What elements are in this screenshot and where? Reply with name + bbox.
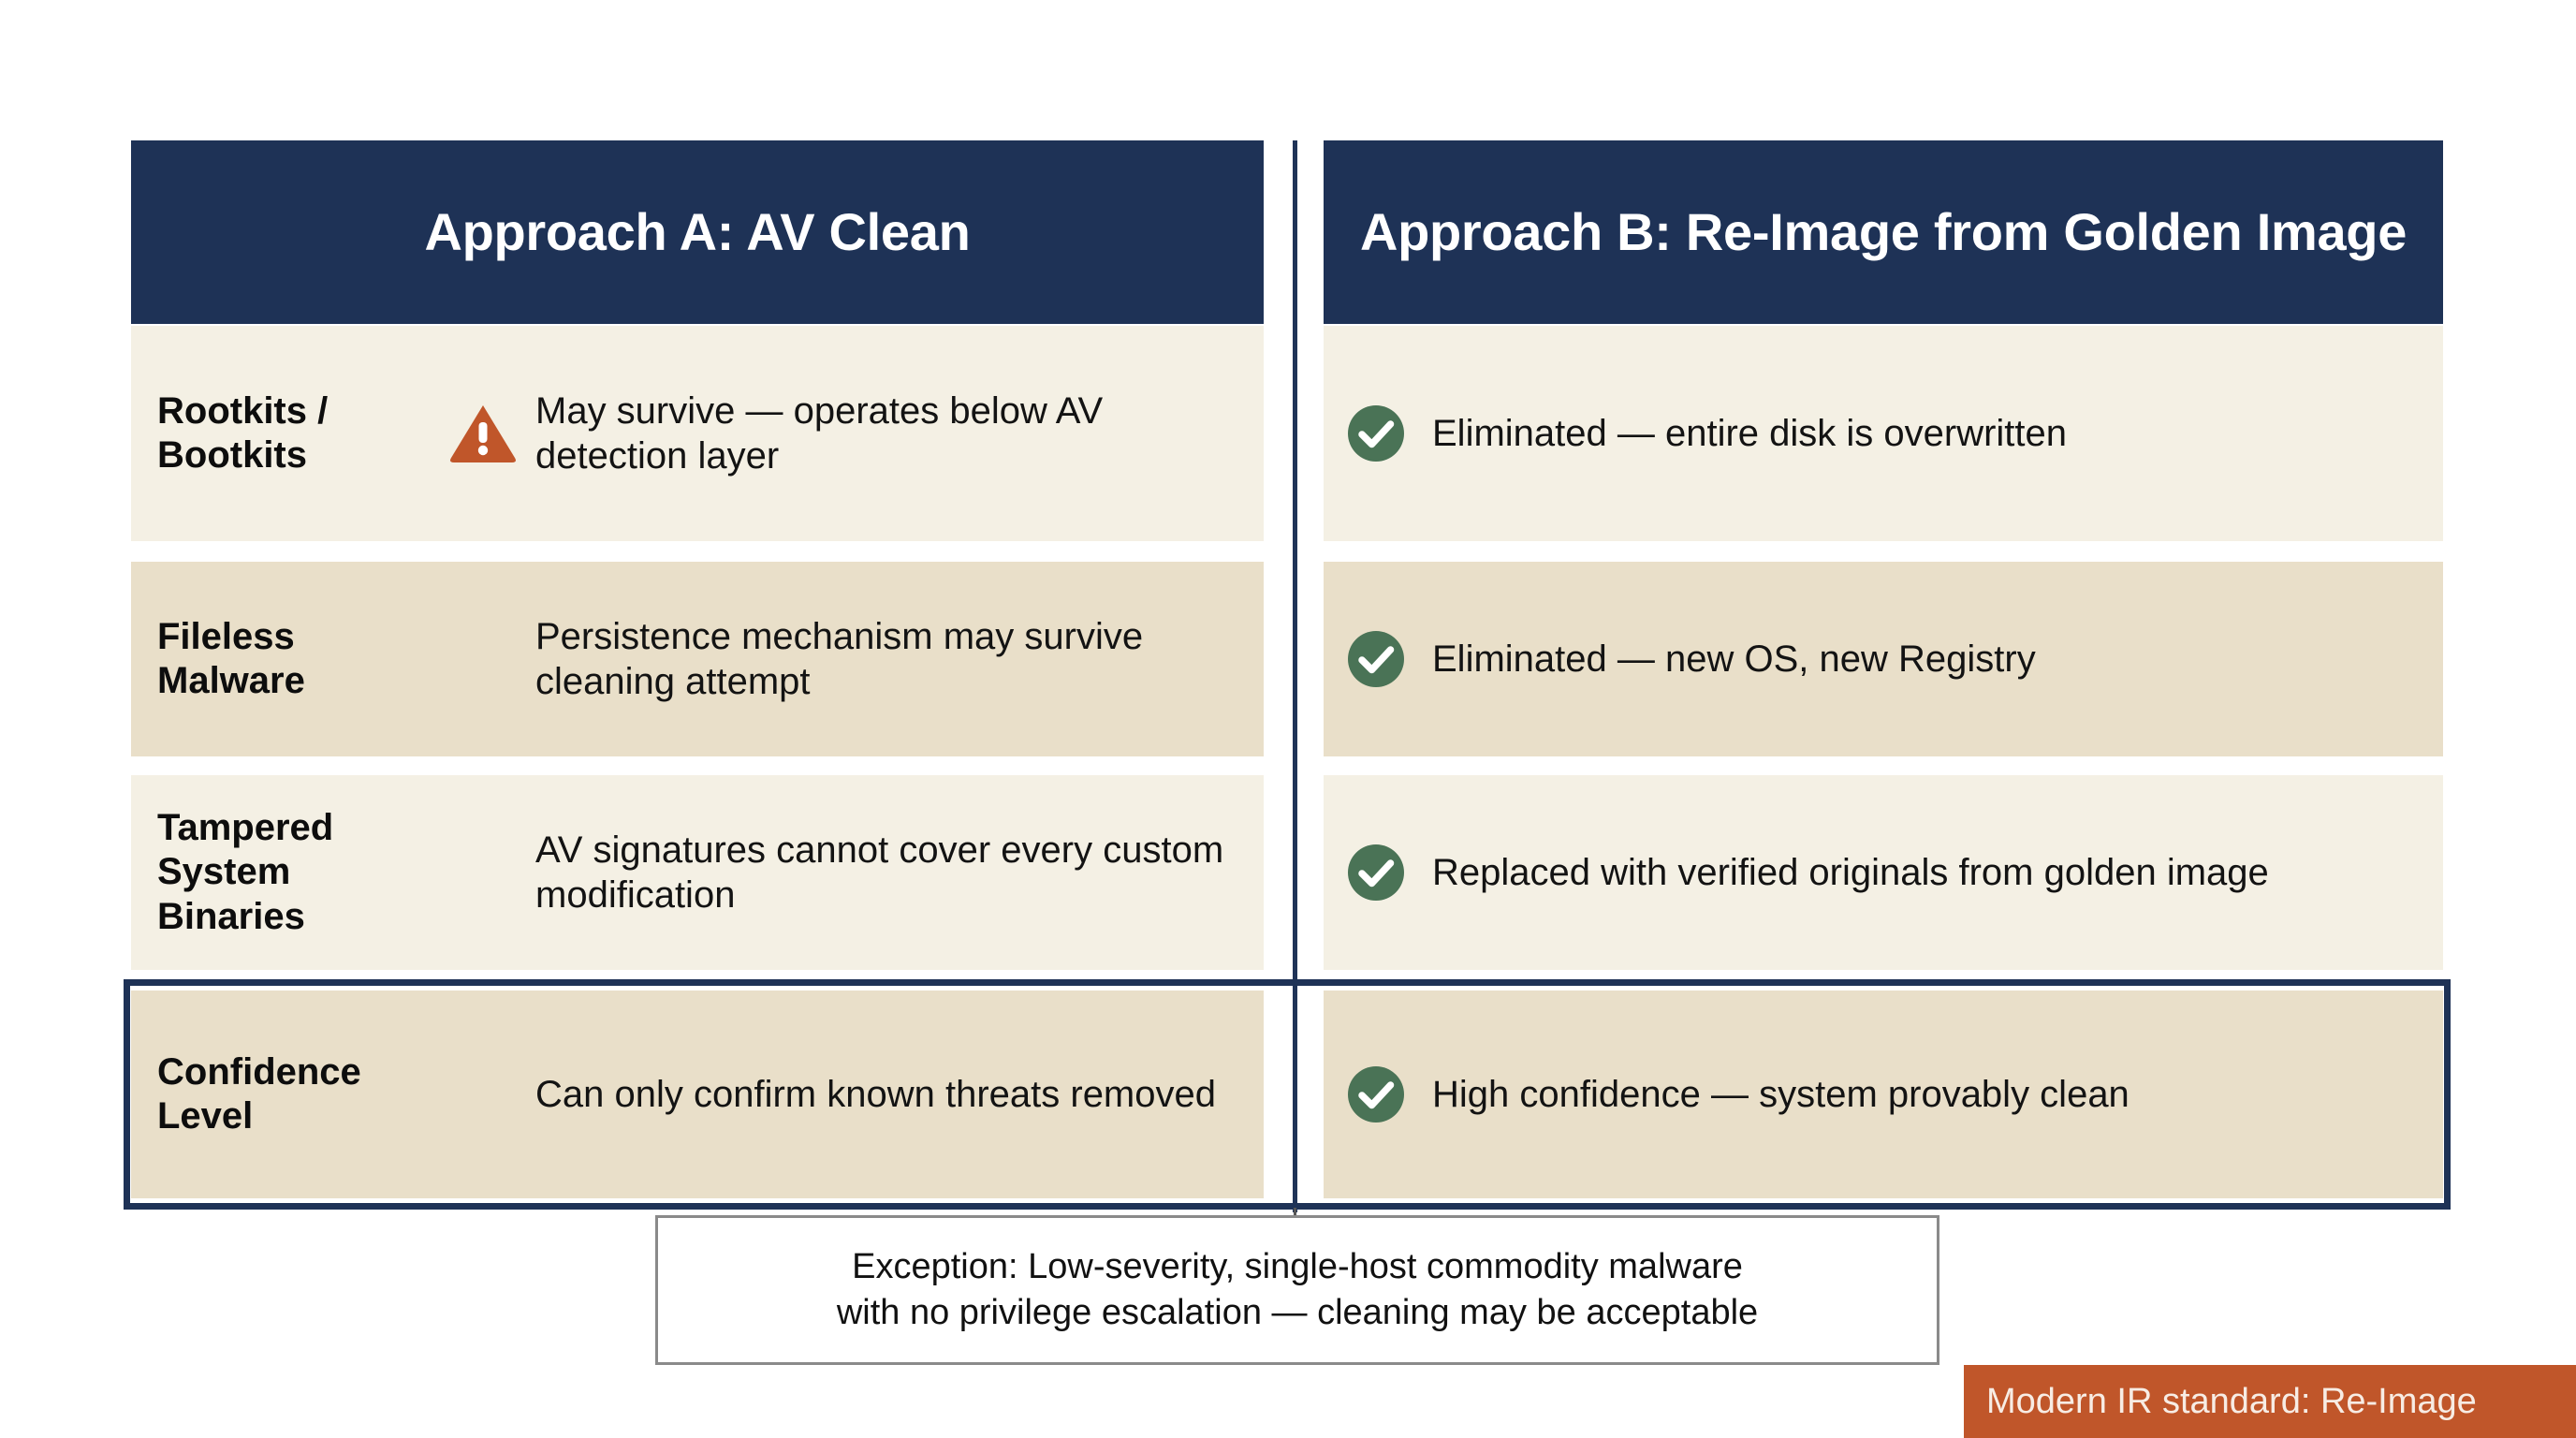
- row-1-cell-approach-b: Eliminated — new OS, new Registry: [1324, 562, 2443, 756]
- recommended-row-highlight: [124, 979, 2451, 1210]
- row-0-risk-label: Rootkits / Bootkits: [157, 389, 329, 476]
- row-1-approach-b-text: Eliminated — new OS, new Registry: [1432, 638, 2036, 680]
- table-row: Rootkits / Bootkits May survive — operat…: [0, 326, 2576, 541]
- warning-triangle-icon: [438, 403, 528, 464]
- exception-note-box: Exception: Low-severity, single-host com…: [655, 1215, 1939, 1365]
- status-badge-label: Modern IR standard: Re-Image: [1986, 1382, 2477, 1421]
- check-circle-icon: [1346, 1064, 1432, 1124]
- row-2-cell-approach-a: Tampered System Binaries AV signatures c…: [131, 775, 1264, 970]
- check-circle-icon: [1346, 404, 1432, 463]
- column-header-approach-b: Approach B: Re-Image from Golden Image: [1324, 140, 2443, 324]
- row-2-approach-b-text: Replaced with verified originals from go…: [1432, 852, 2269, 893]
- check-circle-icon: [1346, 629, 1432, 689]
- table-row: Fileless Malware Persistence mechanism m…: [0, 562, 2576, 756]
- row-2-approach-a-text: AV signatures cannot cover every custom …: [535, 829, 1224, 916]
- exception-note-line-1: Exception: Low-severity, single-host com…: [852, 1247, 1743, 1287]
- row-1-approach-a-text: Persistence mechanism may survive cleani…: [535, 616, 1144, 702]
- column-header-approach-a-label: Approach A: AV Clean: [424, 202, 971, 262]
- row-3-approach-b-text: High confidence — system provably clean: [1432, 1074, 2130, 1115]
- row-0-approach-b-text: Eliminated — entire disk is overwritten: [1432, 413, 2068, 454]
- row-0-approach-a-text: May survive — operates below AV detectio…: [535, 390, 1104, 477]
- column-header-approach-b-label: Approach B: Re-Image from Golden Image: [1359, 202, 2408, 262]
- row-3-cell-approach-a: Confidence Level Can only confirm known …: [131, 990, 1264, 1198]
- column-header-approach-a: Approach A: AV Clean: [131, 140, 1264, 324]
- table-row: Tampered System Binaries AV signatures c…: [0, 775, 2576, 970]
- column-divider: [1293, 140, 1297, 1212]
- exception-note-line-2: with no privilege escalation — cleaning …: [836, 1293, 1759, 1332]
- header-row: Approach A: AV Clean Approach B: Re-Imag…: [0, 140, 2576, 324]
- row-2-cell-approach-b: Replaced with verified originals from go…: [1324, 775, 2443, 970]
- row-3-cell-approach-b: High confidence — system provably clean: [1324, 990, 2443, 1198]
- table-row: Confidence Level Can only confirm known …: [0, 990, 2576, 1198]
- row-2-risk-label: Tampered System Binaries: [157, 807, 334, 937]
- row-1-risk-label: Fileless Malware: [157, 615, 305, 701]
- row-0-cell-approach-b: Eliminated — entire disk is overwritten: [1324, 326, 2443, 541]
- status-badge: Modern IR standard: Re-Image: [1964, 1365, 2576, 1438]
- row-0-cell-approach-a: Rootkits / Bootkits May survive — operat…: [131, 326, 1264, 541]
- row-3-approach-a-text: Can only confirm known threats removed: [535, 1074, 1216, 1115]
- row-1-cell-approach-a: Fileless Malware Persistence mechanism m…: [131, 562, 1264, 756]
- check-circle-icon: [1346, 843, 1432, 902]
- row-3-risk-label: Confidence Level: [157, 1050, 361, 1137]
